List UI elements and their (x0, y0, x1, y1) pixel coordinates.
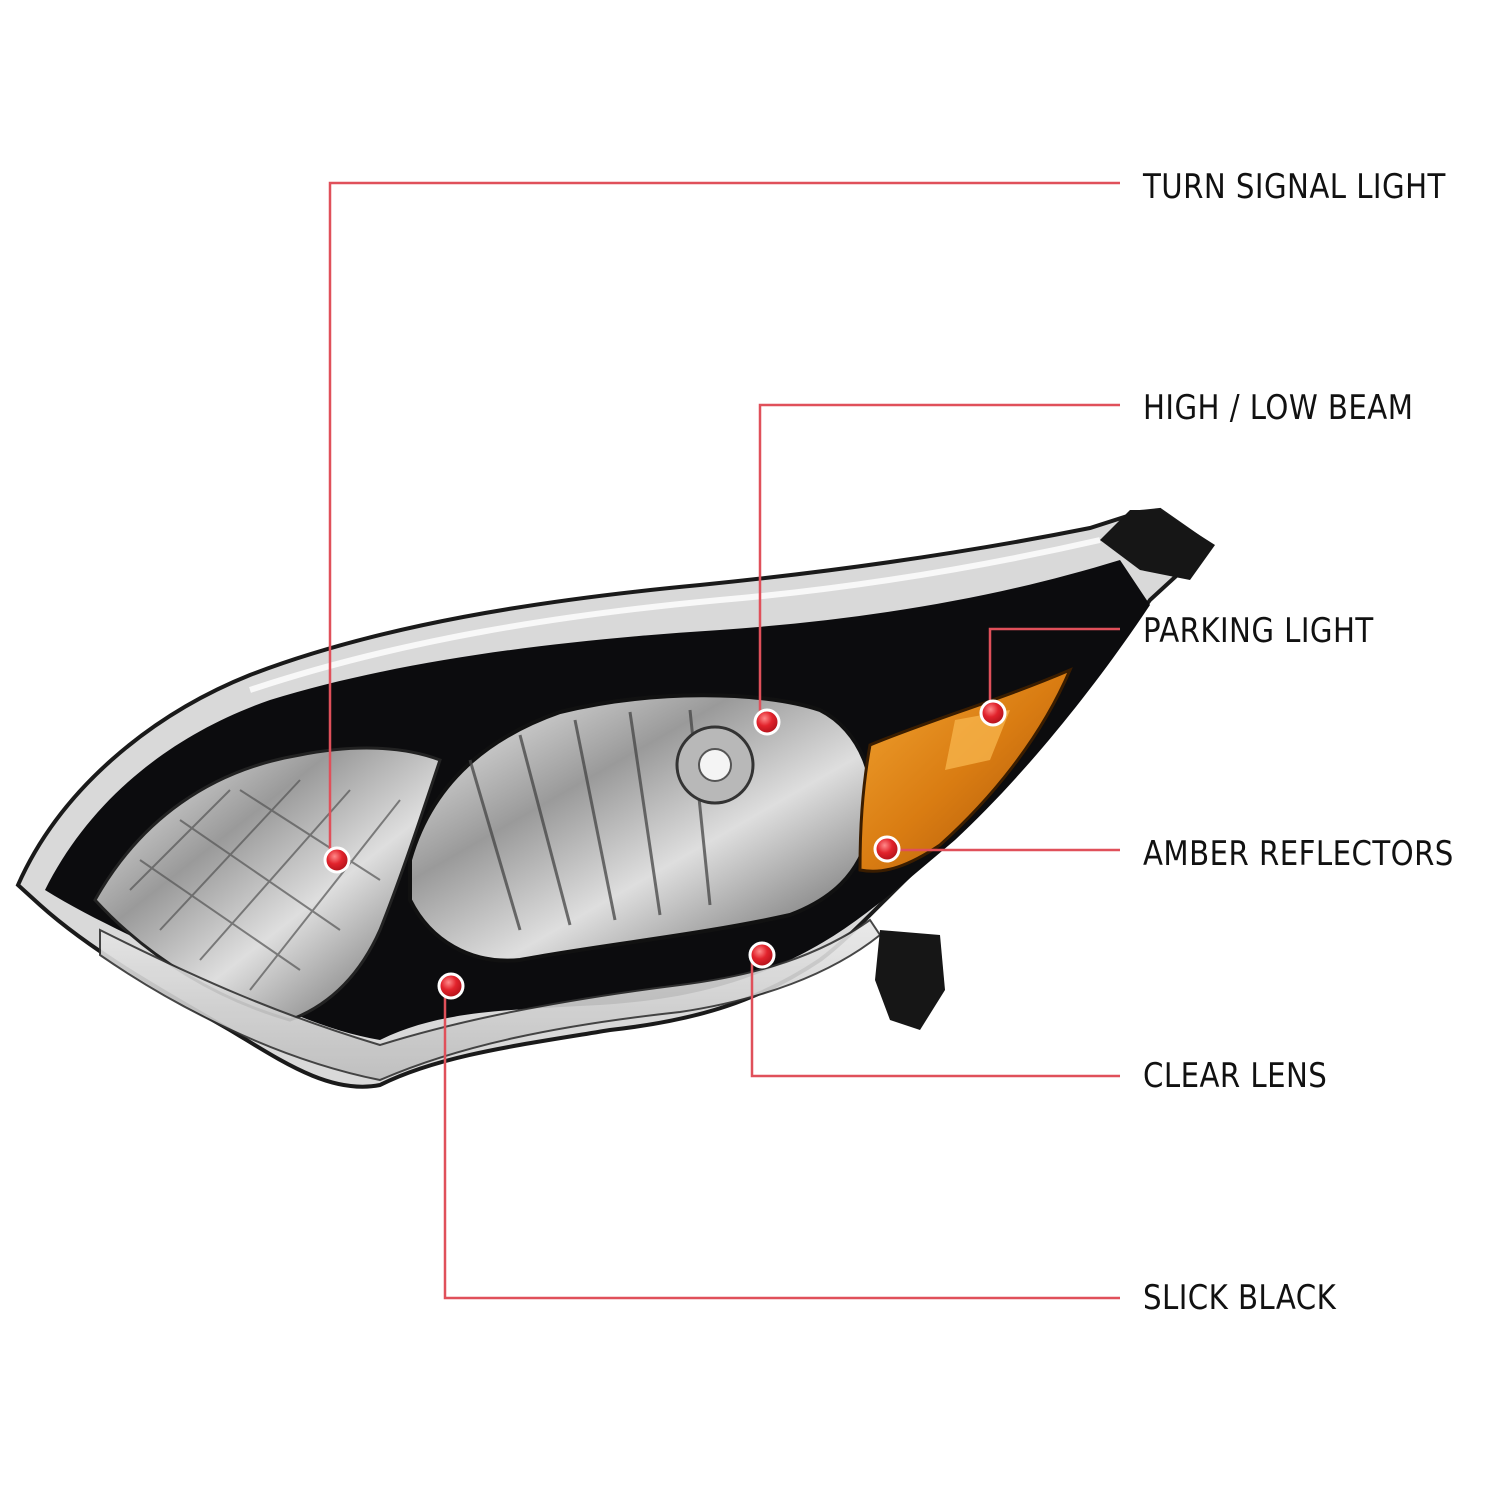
turn-signal-facets (129, 779, 401, 991)
headlight-assembly-image (15, 507, 1215, 1089)
callout-dot-high-low-beam (753, 708, 781, 736)
leader-line-high-low-beam (758, 403, 1120, 723)
callout-dot-amber-reflectors (873, 835, 901, 863)
label-clear-lens: CLEAR LENS (1143, 1056, 1328, 1096)
callout-dot-parking-light (979, 699, 1007, 727)
label-turn-signal-light: TURN SIGNAL LIGHT (1143, 167, 1446, 207)
leader-lines (328, 181, 1120, 1300)
beam-bulb-core (698, 748, 732, 782)
headlight-top-rim (249, 537, 1101, 693)
mounting-tab-top (1100, 510, 1215, 580)
label-parking-light: PARKING LIGHT (1143, 611, 1374, 651)
mounting-tab-bottom (875, 930, 945, 1030)
label-high-low-beam: HIGH / LOW BEAM (1143, 388, 1414, 428)
projector-ribs (468, 709, 712, 931)
leader-line-slick-black (443, 985, 1120, 1300)
label-amber-reflectors: AMBER REFLECTORS (1143, 834, 1454, 874)
callout-dot-turn-signal-light (323, 846, 351, 874)
callout-dot-slick-black (437, 972, 465, 1000)
leader-line-clear-lens (750, 955, 1120, 1078)
callout-dot-clear-lens (748, 941, 776, 969)
leader-line-parking-light (988, 627, 1120, 713)
callout-dots (323, 699, 1007, 1000)
leader-line-turn-signal-light (328, 181, 1120, 860)
label-slick-black: SLICK BLACK (1143, 1278, 1337, 1318)
